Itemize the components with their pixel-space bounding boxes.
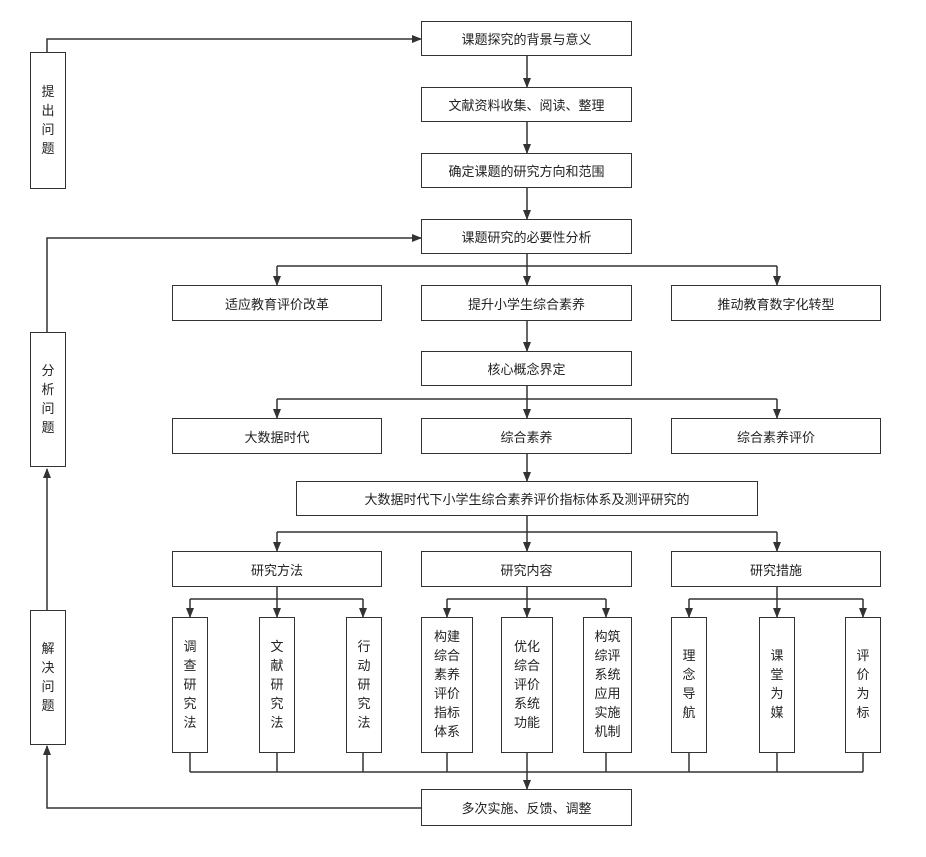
- node-necessity-1: 适应教育评价改革: [172, 285, 382, 321]
- node-necessity-2: 提升小学生综合素养: [421, 285, 632, 321]
- node-method-3: 行动研究法: [346, 617, 382, 753]
- node-concept-2: 综合素养: [421, 418, 632, 454]
- node-necessity: 课题研究的必要性分析: [421, 219, 632, 254]
- side-raise-problem: 提出问题: [30, 52, 66, 189]
- node-category-methods: 研究方法: [172, 551, 382, 587]
- node-content-3: 构筑综评系统应用实施机制: [583, 617, 632, 753]
- node-concept-1: 大数据时代: [172, 418, 382, 454]
- node-iterate: 多次实施、反馈、调整: [421, 789, 632, 826]
- node-background: 课题探究的背景与意义: [421, 21, 632, 56]
- node-literature: 文献资料收集、阅读、整理: [421, 87, 632, 122]
- node-direction: 确定课题的研究方向和范围: [421, 153, 632, 188]
- node-category-contents: 研究内容: [421, 551, 632, 587]
- side-solve-problem: 解决问题: [30, 610, 66, 745]
- side-analyze-problem: 分析问题: [30, 332, 66, 467]
- node-topic: 大数据时代下小学生综合素养评价指标体系及测评研究的: [296, 481, 758, 516]
- node-content-1: 构建综合素养评价指标体系: [421, 617, 473, 753]
- node-necessity-3: 推动教育数字化转型: [671, 285, 881, 321]
- node-method-2: 文献研究法: [259, 617, 295, 753]
- node-measure-2: 课堂为媒: [759, 617, 795, 753]
- node-measure-1: 理念导航: [671, 617, 707, 753]
- node-content-2: 优化综合评价系统功能: [501, 617, 553, 753]
- node-category-measures: 研究措施: [671, 551, 881, 587]
- node-measure-3: 评价为标: [845, 617, 881, 753]
- node-concept-3: 综合素养评价: [671, 418, 881, 454]
- node-concepts: 核心概念界定: [421, 351, 632, 386]
- node-method-1: 调查研究法: [172, 617, 208, 753]
